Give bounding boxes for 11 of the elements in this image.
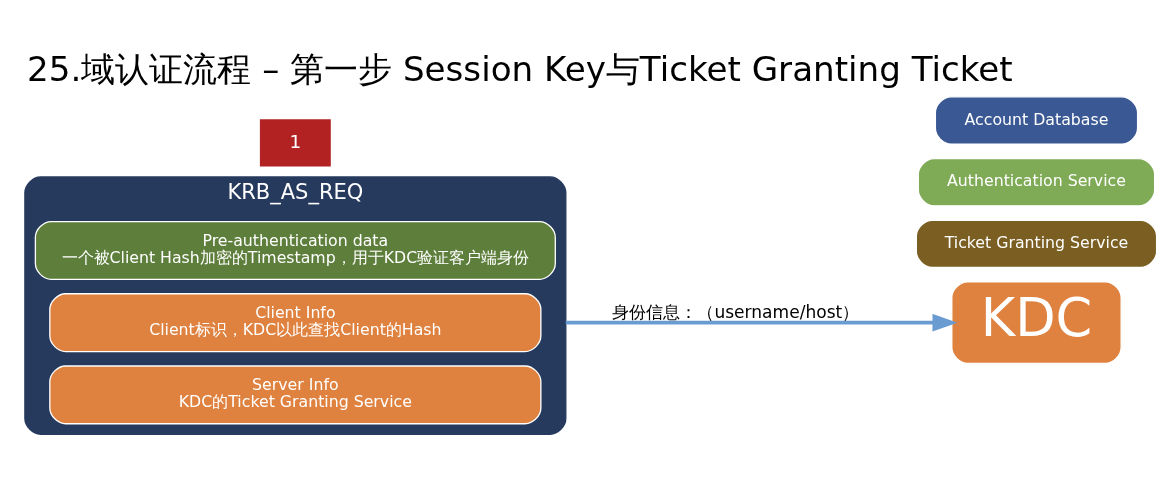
node-box: Account Database bbox=[934, 96, 1139, 145]
node-box: Client Info Client标识，KDC以此查找Client的Hash bbox=[49, 293, 542, 353]
diagram-title: 25.域认证流程 – 第一步 Session Key与Ticket Granting Ticket bbox=[27, 48, 1013, 89]
node-box: KDC bbox=[951, 281, 1122, 364]
node-box: Server Info KDC的Ticket Granting Service bbox=[49, 365, 542, 425]
node-box: Authentication Service bbox=[917, 157, 1156, 207]
label: 1 bbox=[289, 130, 302, 152]
node-box: Pre-authentication data 一个被Client Hash加密的Timestamp，用于KDC验证客户端身份 bbox=[34, 220, 556, 280]
edge-label: 身份信息：（username/host） bbox=[612, 301, 860, 322]
node-box: Ticket Granting Service bbox=[915, 219, 1158, 269]
arrow bbox=[565, 313, 958, 332]
